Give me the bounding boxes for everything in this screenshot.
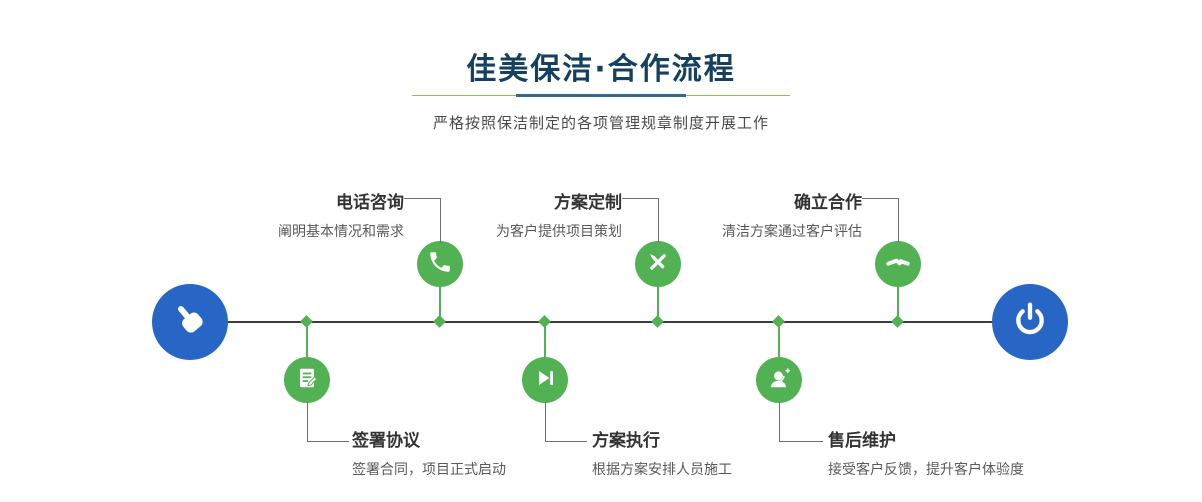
step-desc: 签署合同，项目正式启动 (352, 462, 506, 478)
step-desc: 阐明基本情况和需求 (278, 224, 404, 240)
label-connector (440, 198, 441, 243)
end-node (992, 284, 1068, 360)
step-circle-handshake (875, 241, 921, 287)
document-icon (294, 365, 320, 395)
step-desc: 接受客户反馈，提升客户体验度 (828, 462, 1024, 478)
timeline-node-diamond (538, 315, 551, 328)
handshake-icon (885, 249, 911, 279)
step-label-execute: 方案执行 根据方案安排人员施工 (592, 426, 822, 479)
step-circle-phone (417, 241, 463, 287)
connector-step5 (897, 264, 899, 322)
step-name: 方案定制 (554, 193, 622, 213)
step-label-phone: 电话咨询 阐明基本情况和需求 (204, 188, 404, 241)
label-connector (404, 198, 441, 199)
label-connector (779, 402, 780, 442)
label-connector (779, 441, 823, 442)
label-connector (658, 198, 659, 243)
label-connector (545, 441, 587, 442)
timeline-node-diamond (891, 315, 904, 328)
label-connector (307, 402, 308, 442)
phone-icon (427, 249, 453, 279)
divider-left (412, 95, 516, 96)
connector-step6 (778, 322, 780, 380)
step-circle-execute (522, 357, 568, 403)
start-node (152, 284, 228, 360)
timeline-node-diamond (433, 315, 446, 328)
step-name: 确立合作 (794, 193, 862, 213)
connector-step3 (657, 264, 659, 322)
timeline-node-diamond (772, 315, 785, 328)
step-name: 方案执行 (592, 431, 660, 451)
page-subtitle: 严格按照保洁制定的各项管理规章制度开展工作 (432, 114, 769, 132)
step-desc: 根据方案安排人员施工 (592, 462, 732, 478)
step-circle-document (284, 357, 330, 403)
divider-center (516, 94, 686, 97)
connector-step2 (306, 322, 308, 380)
label-connector (622, 198, 659, 199)
headset-icon (766, 365, 792, 395)
connector-step4 (544, 322, 546, 380)
label-connector (545, 402, 546, 442)
label-connector (307, 441, 349, 442)
play-icon (532, 365, 558, 395)
step-label-handshake: 确立合作 清洁方案通过客户评估 (662, 188, 862, 241)
design-icon (645, 249, 671, 279)
timeline-node-diamond (651, 315, 664, 328)
hand-pointer-icon (169, 299, 211, 345)
connector-step1 (439, 264, 441, 322)
step-label-aftersale: 售后维护 接受客户反馈，提升客户体验度 (828, 426, 1078, 479)
step-label-sign: 签署协议 签署合同，项目正式启动 (352, 426, 582, 479)
step-label-design: 方案定制 为客户提供项目策划 (422, 188, 622, 241)
label-connector (862, 198, 899, 199)
step-circle-design (635, 241, 681, 287)
timeline-node-diamond (300, 315, 313, 328)
step-name: 售后维护 (828, 431, 896, 451)
step-name: 签署协议 (352, 431, 420, 451)
step-desc: 为客户提供项目策划 (496, 224, 622, 240)
divider-right (686, 95, 790, 96)
page-title: 佳美保洁·合作流程 (466, 52, 736, 87)
label-connector (898, 198, 899, 243)
step-circle-aftersale (756, 357, 802, 403)
step-desc: 清洁方案通过客户评估 (722, 224, 862, 240)
power-icon (1010, 300, 1050, 344)
timeline-line (190, 321, 1030, 323)
title-divider (412, 94, 790, 97)
step-name: 电话咨询 (336, 193, 404, 213)
